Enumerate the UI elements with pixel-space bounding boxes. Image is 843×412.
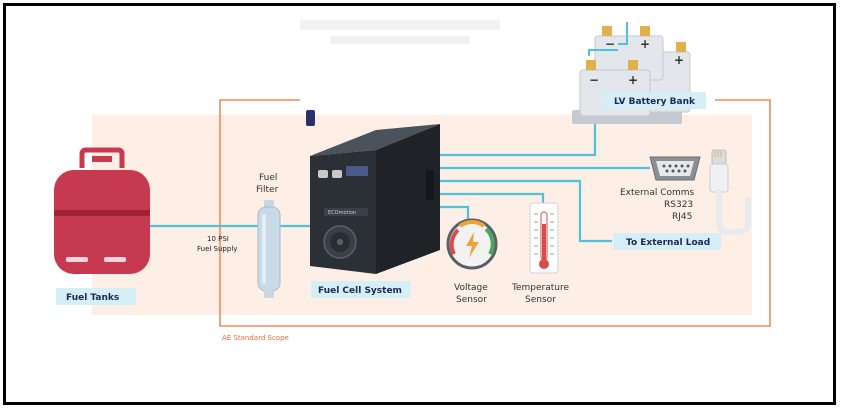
serial-port-icon (649, 156, 701, 181)
fuel-tanks-label: Fuel Tanks (66, 293, 119, 303)
voltage-gauge-icon (446, 218, 498, 270)
battery-icon: − + − + + (572, 22, 691, 124)
fuel-filter-label-line2: Filter (256, 185, 279, 195)
gas-cylinder-icon (54, 147, 150, 274)
fuel-tanks-label-box (56, 288, 136, 305)
svg-text:−: − (589, 73, 599, 87)
voltage-sensor-label-line1: Voltage (454, 283, 488, 293)
ethernet-cable-icon (709, 149, 751, 235)
battery-bank-label-box (602, 92, 706, 109)
fuel-filter-label-line1: Fuel (259, 173, 277, 183)
battery-bank-label: LV Battery Bank (614, 97, 696, 107)
external-load-label-box (613, 233, 721, 250)
svg-text:−: − (605, 37, 615, 51)
scope-boundary (219, 99, 771, 327)
temperature-sensor-label-line1: Temperature (511, 283, 569, 293)
fuel-cell-label: Fuel Cell System (318, 286, 402, 296)
external-comms-label-line2: RS323 (664, 200, 693, 210)
scope-label: AE Standard Scope (222, 334, 289, 342)
thermometer-icon (529, 202, 559, 274)
cable-stub (306, 110, 315, 126)
supply-label-line2: Fuel Supply (197, 245, 237, 253)
external-comms-label-line1: External Comms (620, 188, 695, 198)
external-comms-label-line3: RJ45 (672, 212, 692, 222)
voltage-sensor-label-line2: Sensor (456, 295, 487, 305)
svg-text:+: + (628, 73, 638, 87)
supply-label-line1: 10 PSI (207, 235, 229, 243)
svg-text:+: + (640, 37, 650, 51)
faded-header-graphic (300, 20, 500, 44)
fuel-cell-cabinet-icon: ECOmotion (310, 124, 440, 274)
temperature-sensor-label-line2: Sensor (525, 295, 556, 305)
fuel-cell-label-box (311, 281, 411, 298)
svg-text:+: + (674, 53, 684, 67)
cabinet-panel-text: ECOmotion (328, 210, 356, 216)
external-load-label: To External Load (626, 238, 710, 248)
fuel-filter-icon (257, 200, 281, 298)
